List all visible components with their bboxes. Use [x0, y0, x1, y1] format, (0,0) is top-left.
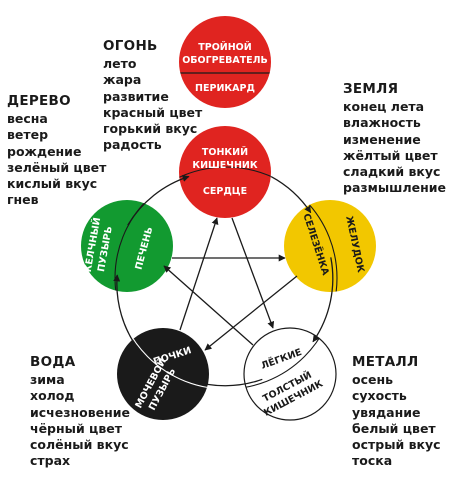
element-fire-line: горький вкус: [103, 121, 198, 137]
water-circle: [117, 328, 209, 420]
cycle-arrow-water-wood: [113, 274, 141, 352]
element-wood-line: рождение: [7, 143, 82, 159]
element-earth-block: ЗЕМЛЯ конец лета влажность изменение жёл…: [343, 80, 446, 197]
element-metal-line: осень: [352, 372, 394, 387]
label-triple-burner-1: ТРОЙНОЙ: [198, 41, 251, 53]
label-heart: СЕРДЦЕ: [203, 186, 247, 197]
element-water-block: ВОДА зима холод исчезновение чёрный цвет…: [30, 353, 130, 470]
element-earth-line: размышление: [343, 180, 446, 196]
star-arrow-water-fire: [179, 217, 219, 331]
element-wood-line: весна: [7, 111, 48, 126]
label-small-intestine-2: КИШЕЧНИК: [192, 160, 258, 171]
element-fire-line: красный цвет: [103, 104, 203, 120]
label-pericardium: ПЕРИКАРД: [195, 83, 255, 94]
fire-circle: [179, 126, 271, 218]
element-water-line: исчезновение: [30, 404, 130, 420]
element-water-line: чёрный цвет: [30, 420, 122, 436]
element-wood-line: гнев: [7, 192, 39, 208]
element-metal-line: увядание: [352, 404, 421, 420]
label-small-intestine-1: ТОНКИЙ: [202, 146, 248, 158]
label-triple-burner-2: ОБОГРЕВАТЕЛЬ: [182, 55, 268, 66]
element-fire-line: лето: [103, 56, 137, 71]
element-metal-title: МЕТАЛЛ: [352, 354, 419, 370]
element-wood-line: ветер: [7, 127, 49, 143]
element-water-line: холод: [30, 388, 75, 404]
star-arrow-metal-wood: [163, 265, 254, 346]
element-wood-title: ДЕРЕВО: [7, 93, 71, 109]
element-metal-line: белый цвет: [352, 420, 436, 436]
element-earth-line: сладкий вкус: [343, 164, 441, 180]
element-wood-line: кислый вкус: [7, 176, 98, 192]
cycle-arrow-earth-metal: [312, 257, 334, 343]
cycle-arrow-fire-earth: [270, 176, 312, 214]
cycle-arrow-metal-water: [188, 378, 263, 387]
metal-circle: [243, 327, 337, 421]
element-water-title: ВОДА: [30, 354, 76, 370]
earth-circle: [284, 200, 376, 292]
element-water-line: солёный вкус: [30, 437, 129, 453]
element-fire-title: ОГОНЬ: [103, 38, 158, 54]
star-arrow-earth-water: [204, 275, 298, 351]
element-metal-line: тоска: [352, 453, 393, 469]
element-metal-block: МЕТАЛЛ осень сухость увядание белый цвет…: [352, 353, 441, 470]
star-arrow-fire-metal: [231, 217, 275, 329]
wood-circle: [81, 200, 173, 292]
element-fire-block: ОГОНЬ лето жара развитие красный цвет го…: [103, 37, 202, 154]
element-fire-line: жара: [103, 72, 142, 88]
element-metal-line: острый вкус: [352, 437, 441, 453]
element-earth-line: конец лета: [343, 99, 425, 114]
element-earth-title: ЗЕМЛЯ: [343, 81, 399, 97]
element-water-line: страх: [30, 453, 71, 469]
element-wood-block: ДЕРЕВО весна ветер рождение зелёный цвет…: [7, 92, 106, 209]
element-metal-line: сухость: [352, 388, 407, 404]
element-water-line: зима: [30, 372, 65, 387]
element-wood-line: зелёный цвет: [7, 159, 107, 175]
element-fire-line: развитие: [103, 88, 169, 104]
triple-burner-circle: [179, 16, 271, 108]
element-earth-line: жёлтый цвет: [343, 147, 438, 163]
element-fire-line: радость: [103, 137, 162, 153]
element-earth-line: изменение: [343, 131, 421, 147]
element-earth-line: влажность: [343, 115, 421, 131]
